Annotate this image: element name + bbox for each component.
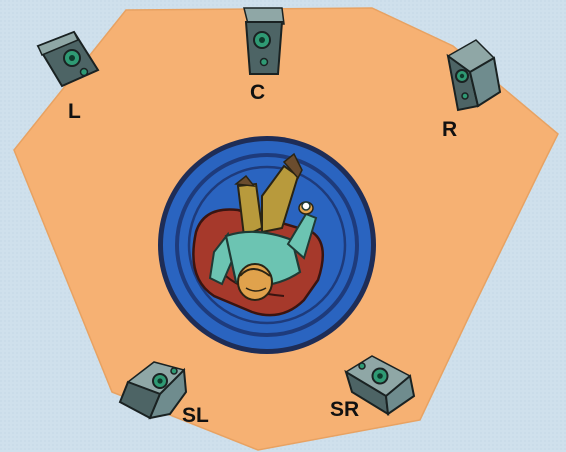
- speaker-label-right: R: [442, 118, 457, 141]
- speaker-label-surround-right: SR: [330, 398, 359, 421]
- speaker-label-center: C: [250, 81, 265, 104]
- speaker-label-left: L: [68, 100, 81, 123]
- speaker-center: [244, 8, 284, 74]
- speaker-label-surround-left: SL: [182, 404, 209, 427]
